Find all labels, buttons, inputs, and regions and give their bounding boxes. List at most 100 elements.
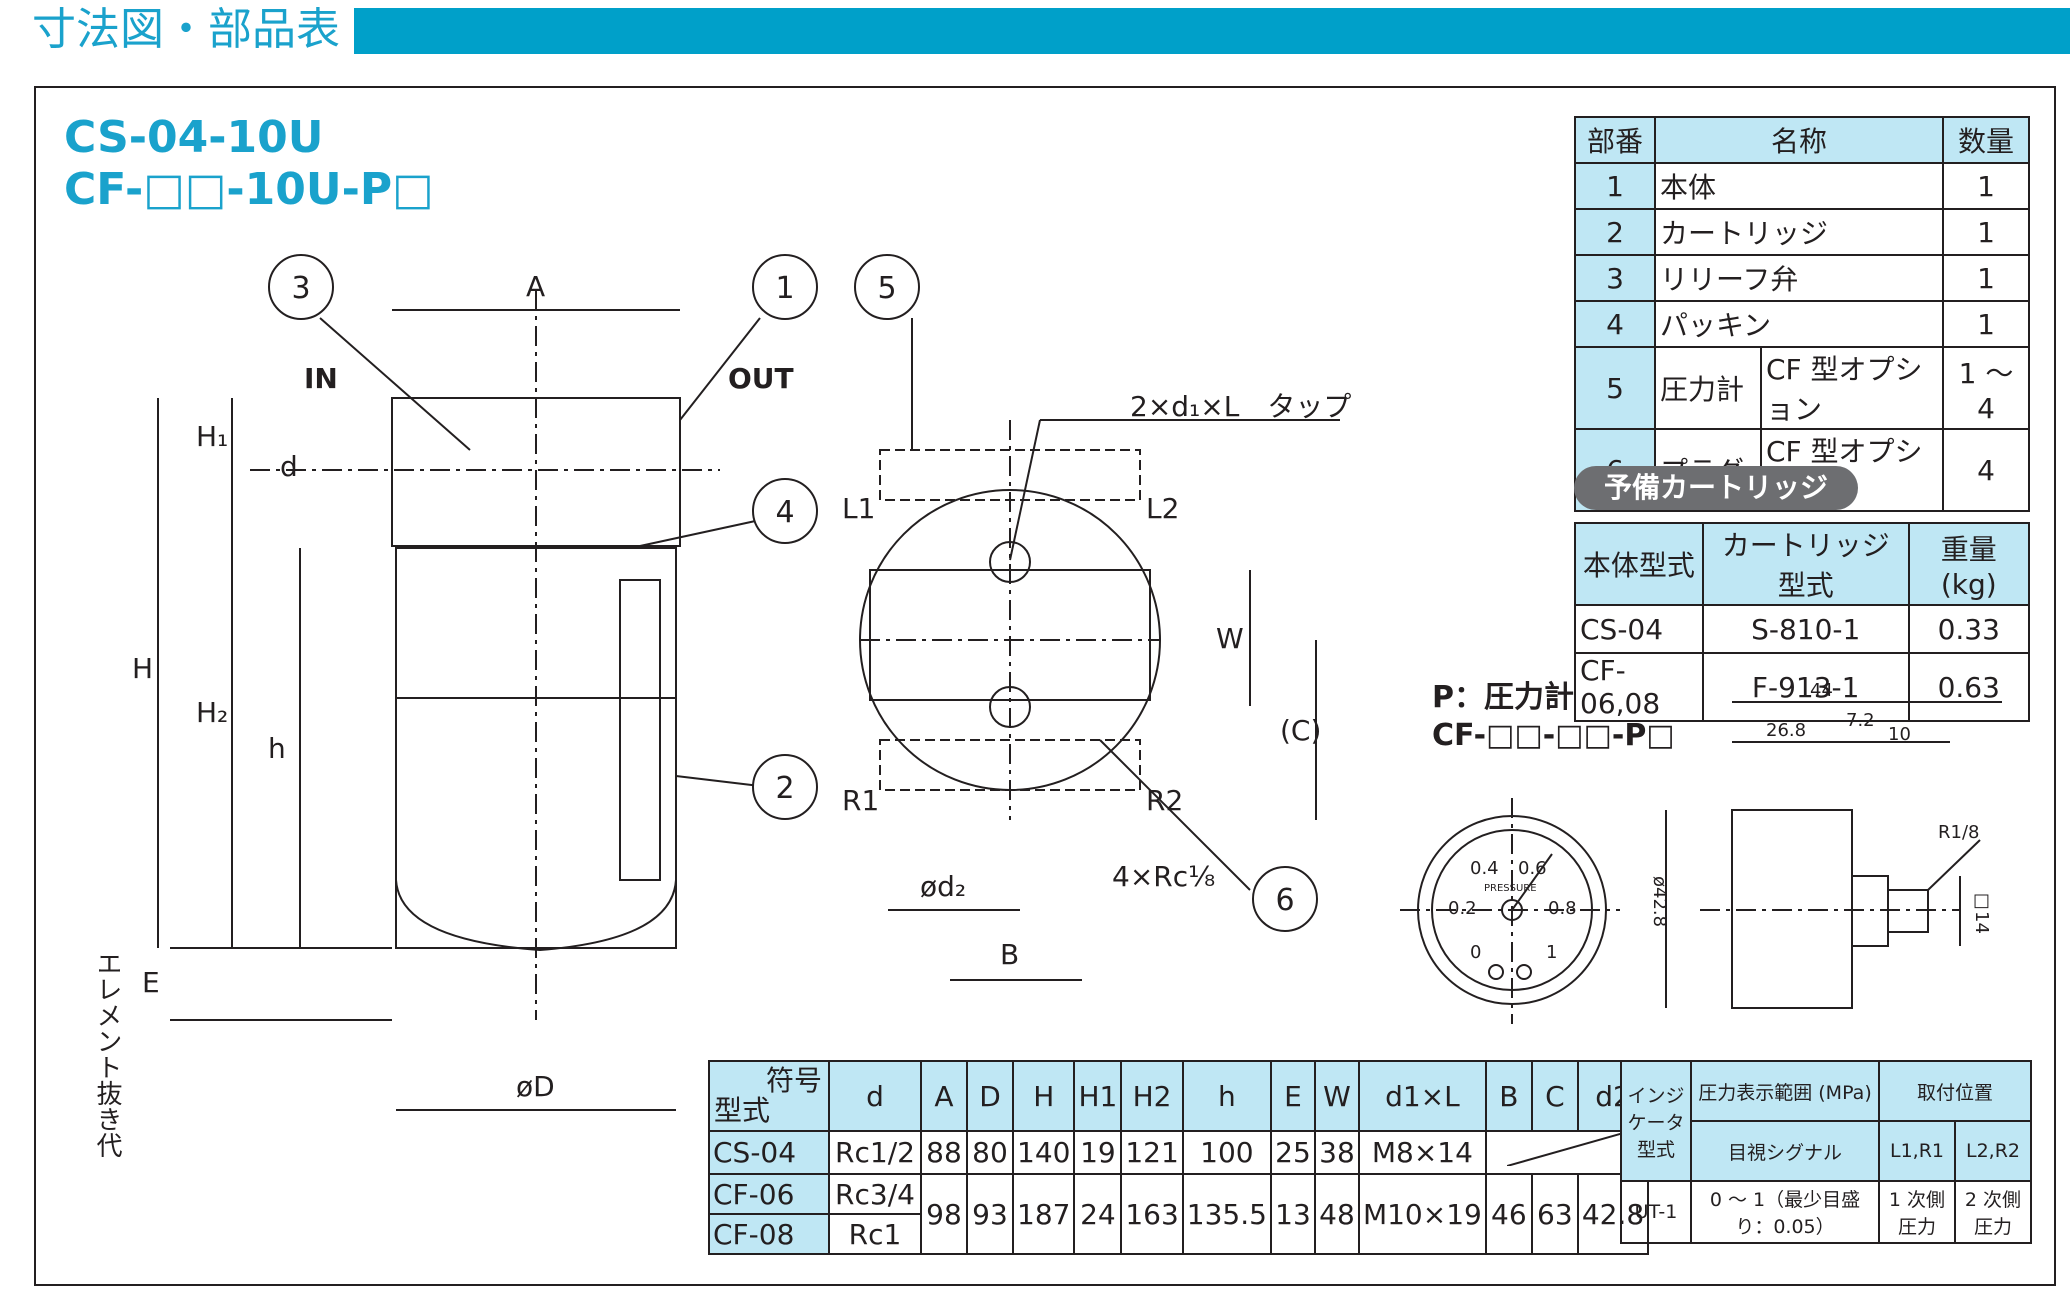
header-bar	[354, 8, 2070, 54]
dim-corner-cell: 符号 型式	[708, 1060, 830, 1132]
dim-value: 187	[1011, 1173, 1076, 1255]
gauge-mark-08: 0.8	[1548, 898, 1577, 919]
spare-cartridge-badge: 予備カートリッジ	[1574, 466, 1858, 510]
dim-corner-bottom: 型式	[714, 1094, 771, 1127]
dim-value: 25	[1269, 1130, 1316, 1175]
dim-value: M10×19	[1357, 1173, 1487, 1255]
dim-value: Rc1/2	[828, 1130, 922, 1175]
dim-value: 100	[1181, 1130, 1272, 1175]
part-no: 1	[1574, 162, 1656, 210]
gauge-dim-10: 10	[1888, 724, 1911, 745]
dim-value: 93	[966, 1173, 1014, 1255]
gauge-dim-sq14: □14	[1971, 890, 1992, 934]
dim-header-h: h	[1181, 1060, 1272, 1132]
callout-4: 4	[752, 478, 818, 544]
spare-model: CF-06,08	[1574, 652, 1704, 722]
table-row: 1 本体 1	[1574, 162, 2030, 210]
parts-table: 部番 名称 数量 1 本体 1 2 カートリッジ 1 3 リリーフ弁 1 4 パ…	[1574, 116, 2030, 512]
dim-diagonal	[1506, 1131, 1628, 1167]
plug-note: 4×Rc¹⁄₈	[1112, 860, 1216, 893]
dimension-table: 符号 型式 d A D H H1 H2 h E W d1×L B C d2 CS…	[708, 1060, 1650, 1255]
indicator-range-header: 圧力表示範囲 (MPa)	[1690, 1060, 1880, 1122]
spare-header-cartridge: カートリッジ型式	[1701, 522, 1910, 606]
indicator-l2r2-header: L2,R2	[1954, 1120, 2032, 1182]
indicator-l1r1-header: L1,R1	[1878, 1120, 1956, 1182]
dim-H: H	[132, 652, 154, 685]
dim-model: CF-08	[708, 1213, 830, 1255]
dim-H2: H₂	[196, 696, 229, 729]
part-no: 3	[1574, 254, 1656, 302]
indicator-signal-header: 目視シグナル	[1690, 1120, 1880, 1182]
part-name: カートリッジ	[1654, 208, 1944, 256]
callout-6: 6	[1252, 866, 1318, 932]
dim-value: Rc1	[828, 1213, 922, 1255]
table-row: UT-1 0 〜 1（最少目盛り：0.05） 1 次側圧力 2 次側圧力	[1620, 1180, 2032, 1244]
dim-A: A	[526, 270, 546, 303]
dim-header-A: A	[920, 1060, 968, 1132]
part-name: 圧力計	[1654, 346, 1762, 430]
dim-E: E	[142, 966, 160, 999]
table-row: 3 リリーフ弁 1	[1574, 254, 2030, 302]
port-R2: R2	[1146, 784, 1184, 817]
dim-header-B: B	[1484, 1060, 1533, 1132]
port-L1: L1	[842, 492, 876, 525]
part-name: リリーフ弁	[1654, 254, 1944, 302]
dim-value: 19	[1073, 1130, 1123, 1175]
dim-corner-top: 符号	[765, 1064, 822, 1097]
table-row: CS-04 S-810-1 0.33	[1574, 604, 2031, 654]
part-qty: 1	[1942, 300, 2030, 348]
spare-cartridge-table: 本体型式 カートリッジ型式 重量 (kg) CS-04 S-810-1 0.33…	[1574, 522, 2031, 722]
port-L2: L2	[1146, 492, 1180, 525]
gauge-pressure-text: PRESSURE	[1484, 883, 1537, 894]
dim-header-C: C	[1530, 1060, 1579, 1132]
dim-model: CF-06	[708, 1173, 830, 1215]
dim-phid2: ød₂	[920, 870, 967, 903]
dim-value: 63	[1530, 1173, 1579, 1255]
dim-header-H1: H1	[1073, 1060, 1123, 1132]
spare-model: CS-04	[1574, 604, 1704, 654]
indicator-model-header: インジケータ型式	[1620, 1060, 1692, 1182]
part-name: 本体	[1654, 162, 1944, 210]
part-qty: 1	[1942, 208, 2030, 256]
dim-H1: H₁	[196, 420, 229, 453]
gauge-dim-72: 7.2	[1846, 710, 1875, 731]
dim-header-D: D	[966, 1060, 1014, 1132]
spare-cartridge: F-913-1	[1701, 652, 1910, 722]
dim-value: 48	[1313, 1173, 1360, 1255]
dim-header-d: d	[828, 1060, 922, 1132]
gauge-mark-04: 0.4	[1470, 858, 1499, 879]
table-row: CF-06,08 F-913-1 0.63	[1574, 652, 2031, 722]
indicator-pos1: 1 次側圧力	[1878, 1180, 1956, 1244]
dim-value: 80	[966, 1130, 1014, 1175]
spare-header-model: 本体型式	[1574, 522, 1704, 606]
drawing-frame	[34, 86, 2056, 1286]
table-row: CF-06 Rc3/4 98 93 187 24 163 135.5 13 48…	[708, 1173, 1650, 1255]
part-no: 4	[1574, 300, 1656, 348]
dim-model: CS-04	[708, 1130, 830, 1175]
indicator-model: UT-1	[1620, 1180, 1692, 1244]
dim-value: 13	[1269, 1173, 1316, 1255]
table-row: 2 カートリッジ 1	[1574, 208, 2030, 256]
spare-weight: 0.63	[1907, 652, 2031, 722]
dim-phiD: øD	[516, 1070, 555, 1103]
indicator-table: インジケータ型式 圧力表示範囲 (MPa) 取付位置 目視シグナル L1,R1 …	[1620, 1060, 2032, 1244]
gauge-dim-268: 26.8	[1766, 720, 1807, 741]
table-row: CS-04 Rc1/2 88 80 140 19 121 100 25 38 M…	[708, 1130, 1650, 1175]
gauge-title: P：圧力計	[1432, 680, 1574, 715]
part-name: パッキン	[1654, 300, 1944, 348]
dim-value: 88	[920, 1130, 968, 1175]
gauge-dim-phi428: ø42.8	[1649, 876, 1670, 928]
gauge-model: CF-□□-□□-P□	[1432, 718, 1675, 753]
indicator-pos2: 2 次側圧力	[1954, 1180, 2032, 1244]
part-qty: 4	[1942, 428, 2030, 512]
table-row: CF-08 Rc1	[708, 1213, 1648, 1255]
callout-1: 1	[752, 254, 818, 320]
page-title: 寸法図・部品表	[32, 4, 340, 55]
dim-value: 24	[1073, 1173, 1123, 1255]
dim-header-E: E	[1269, 1060, 1316, 1132]
tap-note: 2×d₁×L タップ	[1130, 390, 1352, 423]
indicator-position-header: 取付位置	[1878, 1060, 2032, 1122]
parts-header-name: 名称	[1654, 116, 1944, 164]
dim-header-H2: H2	[1120, 1060, 1184, 1132]
